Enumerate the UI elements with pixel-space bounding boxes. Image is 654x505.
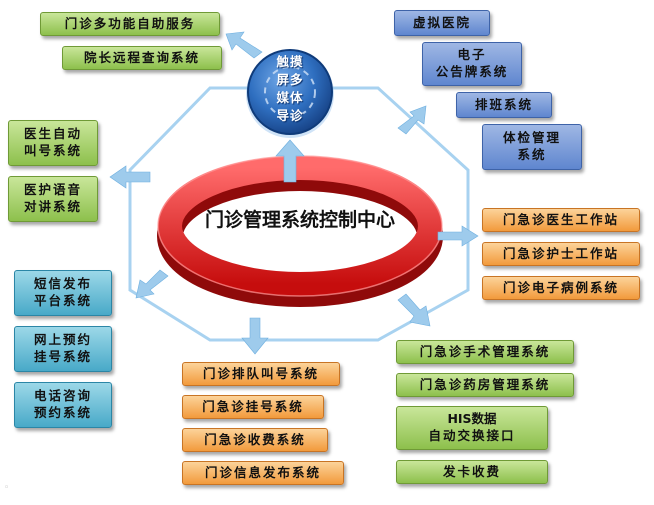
node-card-issuing: 发卡收费 (396, 460, 548, 484)
arrow-lowerright (397, 293, 431, 327)
arrow-lowerleft (135, 269, 169, 299)
node-line: 系统 (517, 147, 547, 162)
node-physical-exam: 体检管理 系统 (482, 124, 582, 170)
node-voice-intercom: 医护语音 对讲系统 (8, 176, 98, 222)
node-phone-booking: 电话咨询 预约系统 (14, 382, 112, 428)
node-emr-system: 门诊电子病例系统 (482, 276, 640, 300)
node-line: 医护语音 (23, 182, 82, 198)
node-line: 挂号系统 (33, 349, 92, 364)
hub-line: 导诊 (276, 108, 304, 124)
node-queue-calling: 门诊排队叫号系统 (182, 362, 340, 386)
arrow-right (437, 225, 479, 247)
arrow-topright (397, 105, 427, 135)
node-e-bulletin: 电子 公告牌系统 (422, 42, 522, 86)
node-virtual-hospital: 虚拟医院 (394, 10, 490, 36)
arrow-hub-topleft (225, 31, 263, 59)
hub-line: 屏多 (276, 72, 304, 88)
node-sms-platform: 短信发布 平台系统 (14, 270, 112, 316)
hub-label: 触摸 屏多 媒体 导诊 (252, 53, 328, 126)
node-line: 叫号系统 (23, 143, 82, 158)
node-registration: 门急诊挂号系统 (182, 395, 324, 419)
arrow-left (109, 165, 151, 189)
node-line: 平台系统 (33, 293, 92, 308)
octagon-frame (128, 86, 470, 342)
node-scheduling: 排班系统 (456, 92, 552, 118)
node-online-booking: 网上预约 挂号系统 (14, 326, 112, 372)
node-line: 自动交换接口 (428, 428, 516, 443)
node-doctor-workstation: 门急诊医生工作站 (482, 208, 640, 232)
node-line: 医生自动 (23, 126, 82, 142)
hub-line: 媒体 (276, 90, 304, 106)
control-center-title: 门诊管理系统控制中心 (204, 209, 395, 231)
node-billing: 门急诊收费系统 (182, 428, 328, 452)
node-line: 体检管理 (502, 130, 561, 146)
node-line: 电话咨询 (33, 388, 92, 404)
node-surgery-management: 门急诊手术管理系统 (396, 340, 574, 364)
hub-line: 触摸 (276, 54, 304, 69)
node-dean-remote-query: 院长远程查询系统 (62, 46, 222, 70)
node-doctor-calling: 医生自动 叫号系统 (8, 120, 98, 166)
node-info-publish: 门诊信息发布系统 (182, 461, 344, 485)
node-his-interface: HIS数据 自动交换接口 (396, 406, 548, 450)
node-pharmacy-management: 门急诊药房管理系统 (396, 373, 574, 397)
node-line: 网上预约 (33, 332, 92, 348)
node-line: HIS数据 (447, 411, 497, 427)
arrow-up-hub (275, 139, 305, 183)
hub-circle (246, 49, 334, 138)
node-line: 对讲系统 (23, 199, 82, 214)
watermark-mark: ◦ (4, 483, 10, 493)
node-line: 公告牌系统 (435, 64, 509, 79)
node-self-service: 门诊多功能自助服务 (40, 12, 220, 36)
node-line: 预约系统 (33, 405, 92, 420)
node-nurse-workstation: 门急诊护士工作站 (482, 242, 640, 266)
connector-arrows (109, 31, 479, 355)
arrow-down (241, 317, 269, 355)
node-line: 电子 (457, 47, 487, 63)
node-line: 短信发布 (33, 276, 92, 292)
